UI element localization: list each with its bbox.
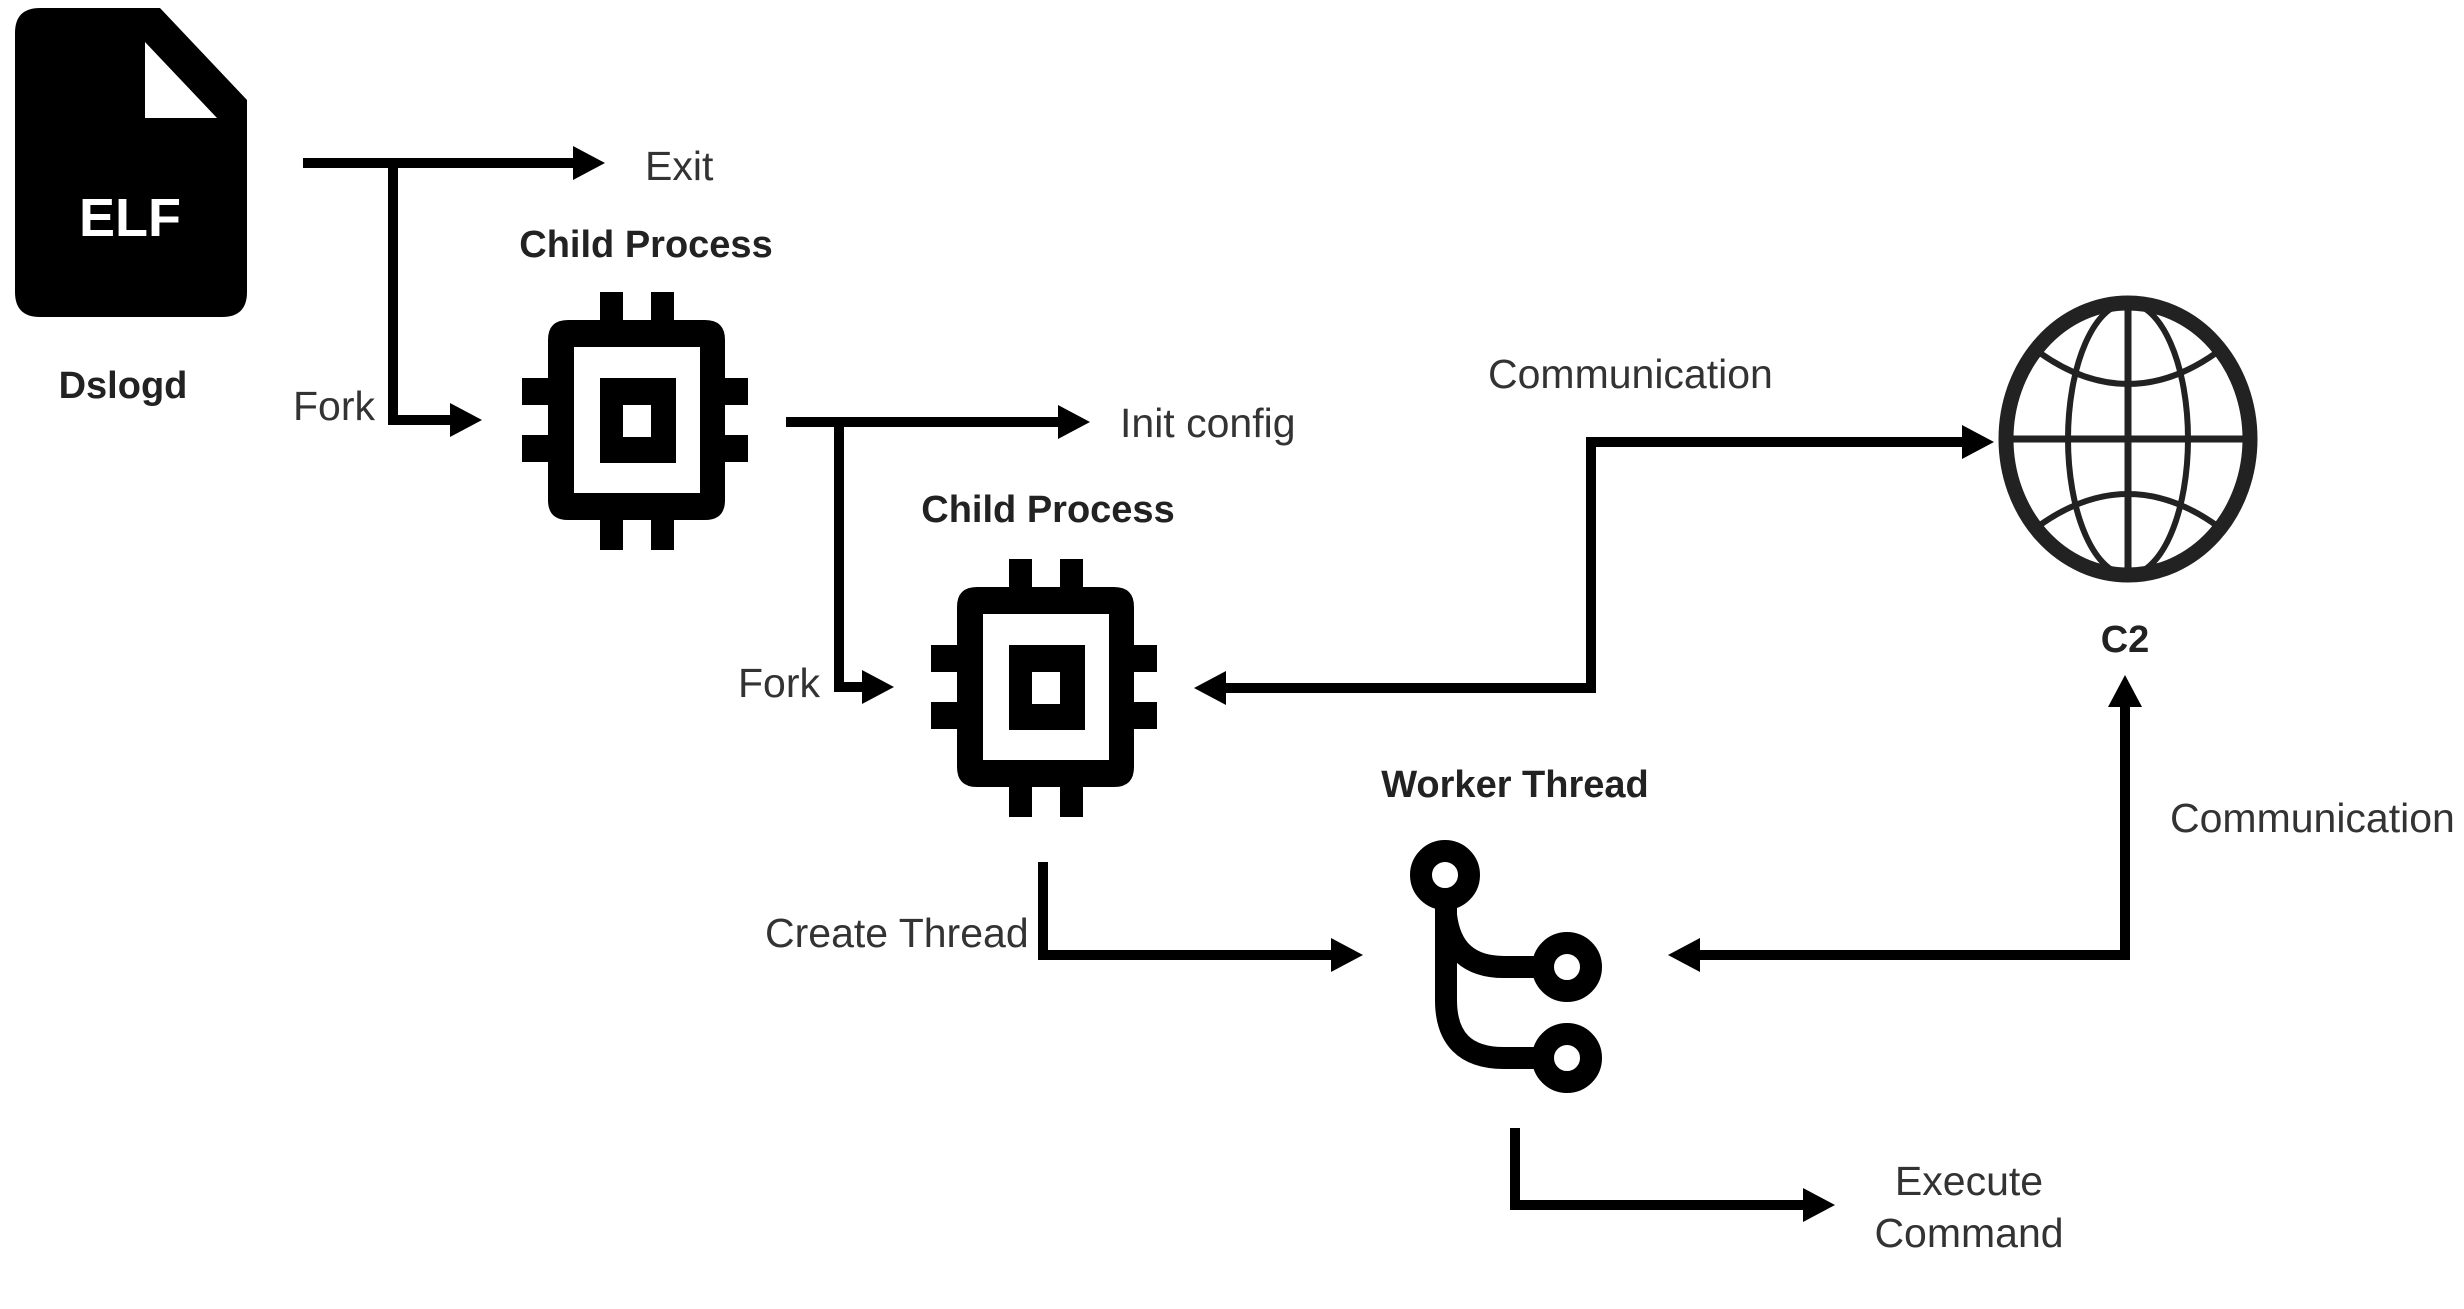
execute-command-label-line1: Execute <box>1895 1158 2043 1204</box>
file-icon <box>15 8 247 317</box>
child-process-1-label: Child Process <box>519 224 772 266</box>
fork-2-label: Fork <box>738 660 821 706</box>
elf-file-node: ELF <box>15 8 247 317</box>
file-fold-icon <box>145 42 217 118</box>
execute-command-label-line2: Command <box>1874 1210 2063 1256</box>
exit-label: Exit <box>645 143 714 189</box>
execute-command-arrow <box>1510 1128 1835 1222</box>
git-branch-icon <box>1410 840 1602 1093</box>
globe-icon <box>1998 295 2258 583</box>
exit-arrow <box>303 146 605 180</box>
init-config-label: Init config <box>1120 400 1296 446</box>
communication-1-label: Communication <box>1488 351 1773 397</box>
child-process-2-label: Child Process <box>921 489 1174 531</box>
cpu-chip-icon <box>931 559 1157 817</box>
fork-2-arrow <box>834 422 894 704</box>
dslogd-label: Dslogd <box>59 365 188 407</box>
cpu-chip-icon <box>522 292 748 550</box>
worker-thread-label: Worker Thread <box>1381 764 1648 806</box>
elf-badge-text: ELF <box>79 188 181 248</box>
communication-2-label: Communication <box>2170 795 2455 841</box>
fork-1-label: Fork <box>293 383 376 429</box>
init-config-arrow <box>786 405 1090 439</box>
communication-2-arrow <box>1668 675 2142 972</box>
create-thread-arrow <box>1038 862 1363 972</box>
create-thread-label: Create Thread <box>765 910 1029 956</box>
communication-1-arrow <box>1194 425 1994 705</box>
fork-1-arrow <box>388 163 482 437</box>
c2-label: C2 <box>2101 619 2150 661</box>
